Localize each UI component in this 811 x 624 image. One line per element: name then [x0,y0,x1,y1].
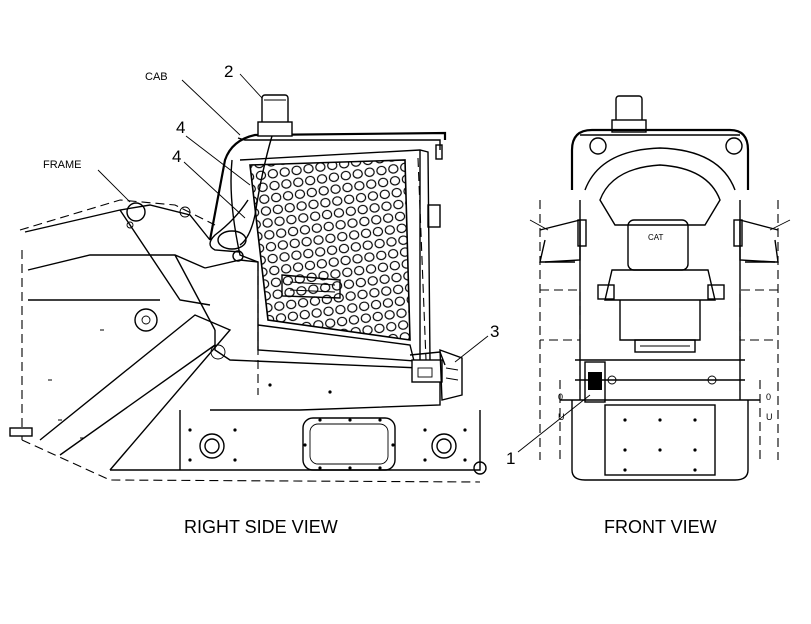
label-frame: FRAME [43,159,82,171]
front-view: CAT [506,95,791,481]
callout-2: 2 [224,62,233,81]
callout-4b: 4 [172,147,181,166]
cab-structure [208,131,463,401]
callout-3: 3 [490,322,499,341]
front-arms [529,200,791,460]
loader-arm [9,199,481,483]
caption-front-view: FRONT VIEW [604,517,717,537]
right-leaders [97,73,489,363]
beacon-light [257,94,293,137]
callout-4a: 4 [176,118,185,137]
front-right-u: U [766,412,773,422]
front-cab: CAT [570,128,750,353]
caption-right-side-view: RIGHT SIDE VIEW [184,517,338,537]
right-side-view: CAB FRAME 2 4 4 3 [9,62,499,483]
label-cab: CAB [145,71,168,83]
callout-1: 1 [506,449,515,468]
front-left-o: 0 [558,392,563,402]
chassis-body [110,259,487,475]
front-right-o: 0 [766,392,771,402]
front-leader-1 [517,394,591,453]
rivet-dots [188,383,467,470]
front-beacon [611,95,647,133]
front-logo: CAT [648,233,664,242]
front-left-u: U [558,412,565,422]
front-chassis: 0 U 0 U [558,359,773,481]
wiring-harness [209,135,273,262]
